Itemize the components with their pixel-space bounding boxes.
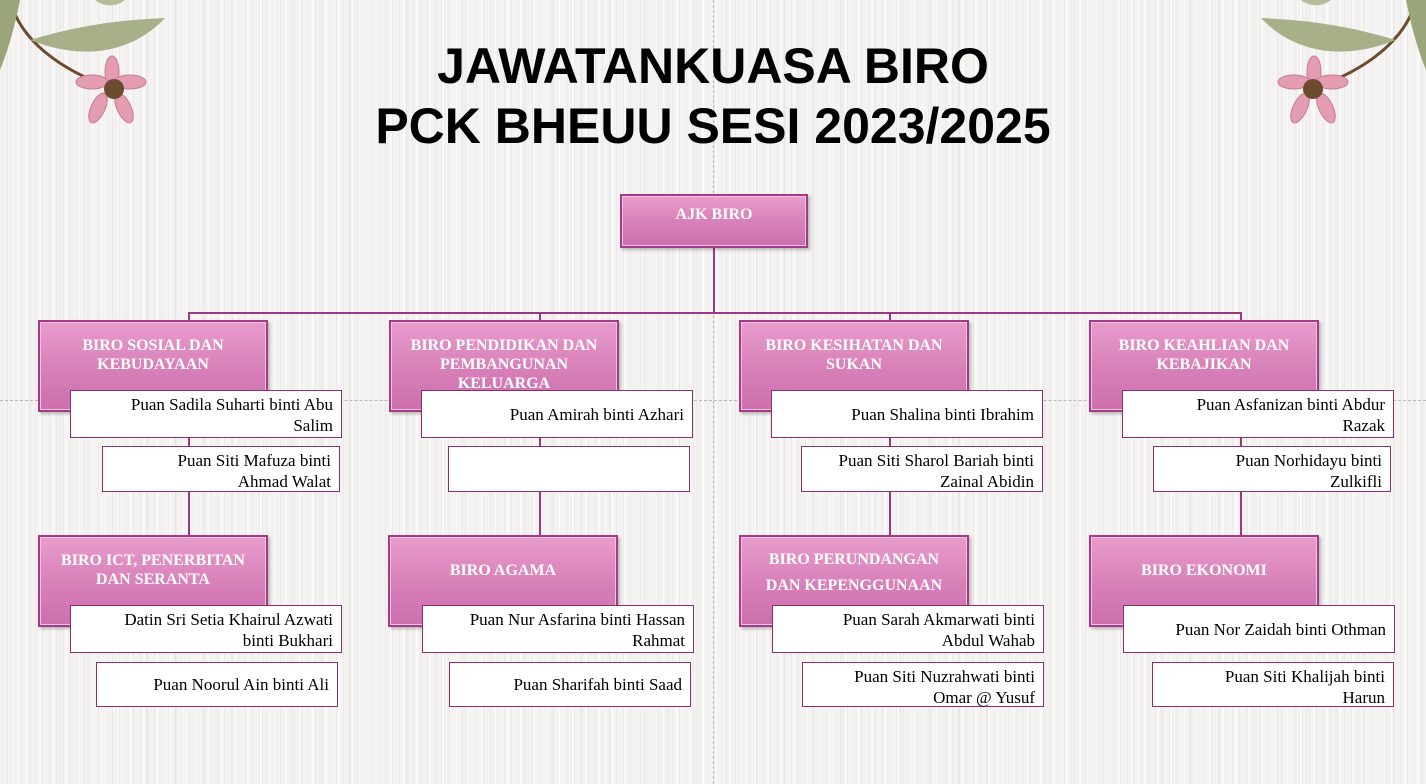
org-box-label: AJK BIRO (675, 206, 753, 223)
member-name-line1: Puan Noorul Ain binti Ali (153, 675, 329, 694)
member-name-line1: Puan Siti Mafuza binti (177, 451, 331, 470)
member-name-line1: Datin Sri Setia Khairul Azwati (124, 610, 333, 629)
biro-title-line2: SUKAN (825, 356, 882, 373)
org-box-ajk-biro: AJK BIRO (620, 194, 808, 248)
page-title: JAWATANKUASA BIRO PCK BHEUU SESI 2023/20… (213, 36, 1213, 156)
connector-root-down (713, 247, 715, 313)
biro-title-line1: BIRO KEAHLIAN DAN (1118, 337, 1290, 354)
biro-title-line1: BIRO PERUNDANGAN (768, 551, 940, 568)
member-name-line2: Abdul Wahab (941, 631, 1035, 650)
member-name-line2: Harun (1342, 688, 1385, 707)
biro-title-line1: BIRO KESIHATAN DAN (765, 337, 943, 354)
page-title-line2: PCK BHEUU SESI 2023/2025 (375, 98, 1051, 154)
biro-title-line2: DAN SERANTA (96, 571, 210, 588)
biro-title-line2: KEBAJIKAN (1156, 356, 1252, 373)
biro-title-line2: PEMBANGUNAN KELUARGA (440, 356, 568, 392)
member-name-line2: Razak (1342, 416, 1385, 435)
member-name-line2: Ahmad Walat (237, 472, 331, 491)
member-name-line1: Puan Siti Nuzrahwati binti (854, 667, 1035, 686)
biro-title-line1: BIRO ICT, PENERBITAN (61, 552, 245, 569)
member-name-line1: Puan Nor Zaidah binti Othman (1175, 620, 1386, 639)
member-name-box: Puan Nor Zaidah binti Othman (1123, 605, 1395, 653)
biro-title-line1: BIRO PENDIDIKAN DAN (410, 337, 598, 354)
biro-title-line2: KEBUDAYAAN (97, 356, 209, 373)
member-name-line1: Puan Shalina binti Ibrahim (851, 405, 1034, 424)
page-title-line1: JAWATANKUASA BIRO (437, 38, 989, 94)
biro-title-line1: BIRO EKONOMI (1141, 562, 1267, 579)
floral-decoration-left-icon (0, 0, 165, 124)
biro-title-line2: DAN KEPENGGUNAAN (765, 577, 943, 594)
biro-title-line1: BIRO SOSIAL DAN (82, 337, 224, 354)
floral-decoration-right-icon (1261, 0, 1426, 124)
slide-guide-horizontal (0, 400, 1426, 401)
slide-guide-vertical (713, 0, 714, 784)
member-name-line2: binti Bukhari (242, 631, 333, 650)
biro-title-line1: BIRO AGAMA (449, 562, 557, 579)
member-name-line1: Puan Nur Asfarina binti Hassan (469, 610, 685, 629)
member-name-line1: Puan Sadila Suharti binti Abu (130, 395, 333, 414)
member-name-line1: Puan Siti Sharol Bariah binti (838, 451, 1035, 470)
member-name-line1: Puan Amirah binti Azhari (509, 405, 684, 424)
member-name-box: Puan Shalina binti Ibrahim (771, 390, 1043, 438)
member-name-line1: Puan Siti Khalijah binti (1224, 667, 1385, 686)
member-name-line1: Puan Sharifah binti Saad (513, 675, 682, 694)
member-name-line2: Omar @ Yusuf (933, 688, 1035, 707)
member-name-line2: Zulkifli (1330, 472, 1382, 491)
member-name-line1: Puan Asfanizan binti Abdur (1196, 395, 1385, 414)
member-name-box: Puan Amirah binti Azhari (421, 390, 693, 438)
member-name-line2: Rahmat (632, 631, 685, 650)
member-name-line1: Puan Norhidayu binti (1235, 451, 1382, 470)
member-name-line1: Puan Sarah Akmarwati binti (842, 610, 1035, 629)
member-name-box: Puan Sharifah binti Saad (449, 662, 691, 707)
member-name-line2: Salim (293, 416, 333, 435)
member-name-box: Datin Sri Setia Khairul Azwati binti Bukh… (70, 605, 342, 653)
connector-horizontal-bar (188, 312, 1242, 314)
member-name-line2: Zainal Abidin (940, 472, 1034, 491)
member-name-box-empty (448, 446, 690, 492)
member-name-box: Puan Noorul Ain binti Ali (96, 662, 338, 707)
